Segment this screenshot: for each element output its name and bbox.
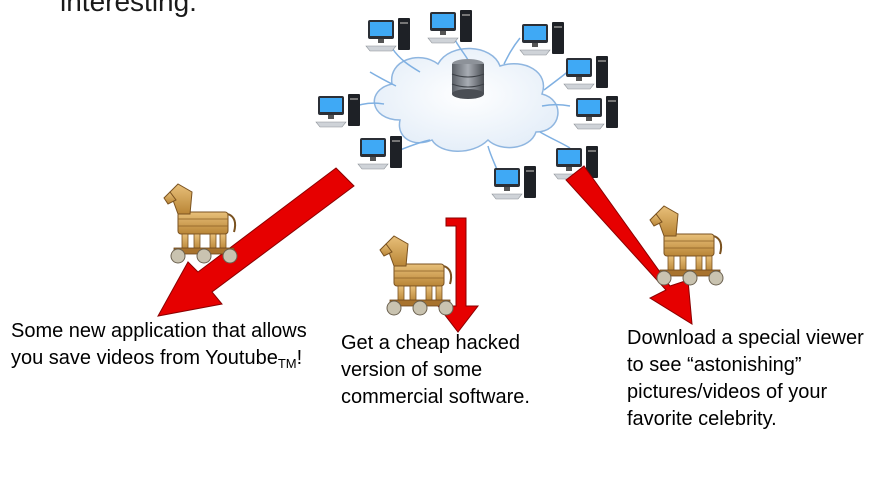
network-cloud-icon xyxy=(373,47,559,152)
arrow-right xyxy=(565,165,693,325)
caption-left-end: ! xyxy=(296,347,303,369)
caption-left: Some new application that allows you sav… xyxy=(11,318,311,377)
caption-left-text: Some new application that allows you sav… xyxy=(11,320,307,369)
caption-middle: Get a cheap hacked version of some comme… xyxy=(341,332,530,408)
arrow-left xyxy=(157,167,355,317)
database-server-icon xyxy=(451,59,485,99)
page-title: interesting: xyxy=(60,0,197,17)
trademark-subscript: TM xyxy=(277,356,297,371)
caption-right: Download a special viewer to see “astoni… xyxy=(627,327,864,430)
arrow-middle xyxy=(436,217,480,333)
